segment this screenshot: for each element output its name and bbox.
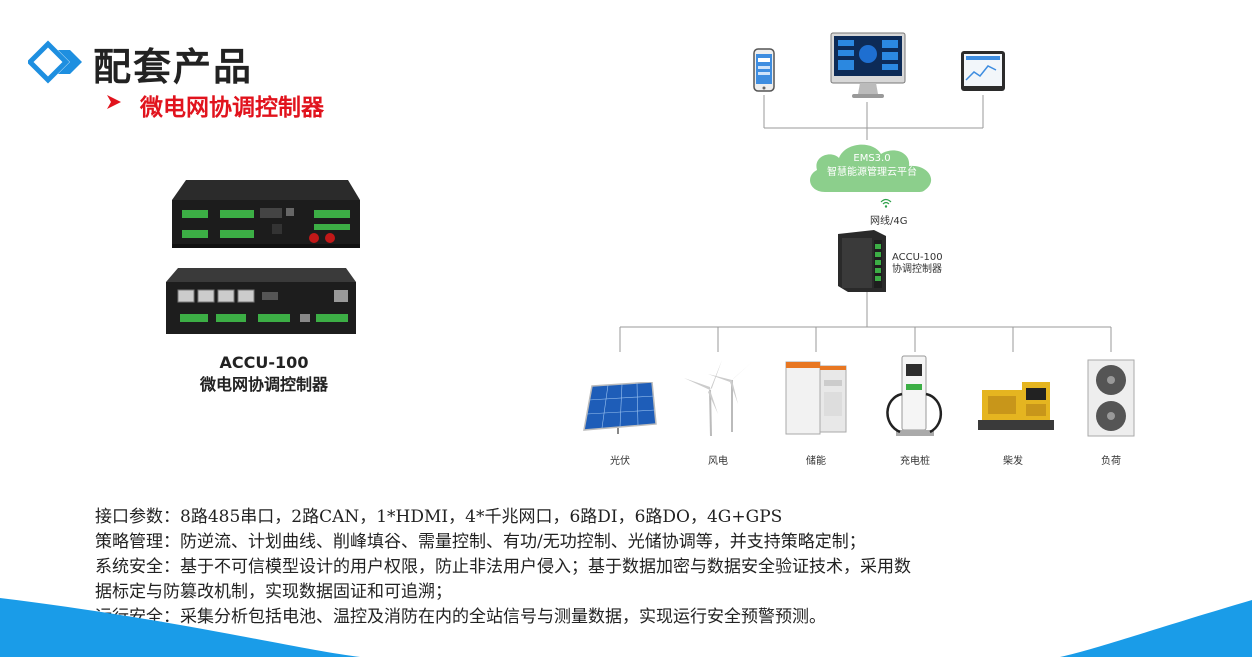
load-unit-icon [1087, 359, 1135, 437]
wind-turbine-icon [684, 360, 752, 436]
cloud-title: EMS3.0 [853, 153, 891, 164]
network-label: 网线/4G [870, 216, 908, 227]
charging-pile-icon [886, 355, 942, 436]
product-name: 微电网协调控制器 [199, 375, 328, 394]
load-label-load: 负荷 [1101, 456, 1121, 467]
tablet-icon [961, 51, 1005, 91]
controller-model: ACCU-100 [892, 252, 943, 263]
wifi-icon [880, 198, 892, 208]
cloud-subtitle: 智慧能源管理云平台 [827, 167, 917, 178]
product-model: ACCU-100 [219, 353, 309, 372]
product-caption: ACCU-100 微电网协调控制器 [160, 352, 368, 396]
controller-box-icon [838, 230, 886, 292]
load-label-wind: 风电 [708, 456, 728, 467]
diamond-icon [28, 40, 82, 84]
arrow-bullet-icon [107, 95, 121, 109]
cloud-label: EMS3.0 智慧能源管理云平台 [808, 152, 936, 180]
load-label-storage: 储能 [806, 456, 826, 467]
description: 接口参数：8路485串口，2路CAN，1*HDMI，4*千兆网口，6路DI，6路… [95, 505, 1135, 630]
load-label-charger: 充电桩 [900, 456, 930, 467]
controller-device-rear-image [166, 268, 356, 334]
controller-device-front-image [172, 180, 360, 248]
desc-system-security: 系统安全：基于不可信模型设计的用户权限，防止非法用户侵入；基于数据加密与数据安全… [95, 557, 911, 577]
desc-system-security-cont: 据标定与防篡改机制，实现数据固证和可追溯； [95, 582, 452, 602]
page-subtitle: 微电网协调控制器 [140, 95, 324, 121]
page-title: 配套产品 [93, 45, 254, 89]
desc-interface: 接口参数：8路485串口，2路CAN，1*HDMI，4*千兆网口，6路DI，6路… [95, 507, 783, 527]
cloud-platform-icon [810, 144, 932, 192]
controller-label: ACCU-100 协调控制器 [892, 252, 943, 276]
controller-name: 协调控制器 [892, 264, 942, 275]
solar-panel-icon [583, 382, 657, 434]
monitor-icon [830, 32, 906, 98]
energy-storage-icon [785, 361, 847, 435]
desc-operation-security: 运行安全：采集分析包括电池、温控及消防在内的全站信号与测量数据，实现运行安全预警… [95, 607, 826, 627]
desc-strategy: 策略管理：防逆流、计划曲线、削峰填谷、需量控制、有功/无功控制、光储协调等，并支… [95, 532, 866, 552]
diesel-generator-icon [978, 382, 1054, 430]
phone-icon [753, 48, 775, 92]
load-label-pv: 光伏 [610, 456, 630, 467]
load-label-generator: 柴发 [1003, 456, 1023, 467]
